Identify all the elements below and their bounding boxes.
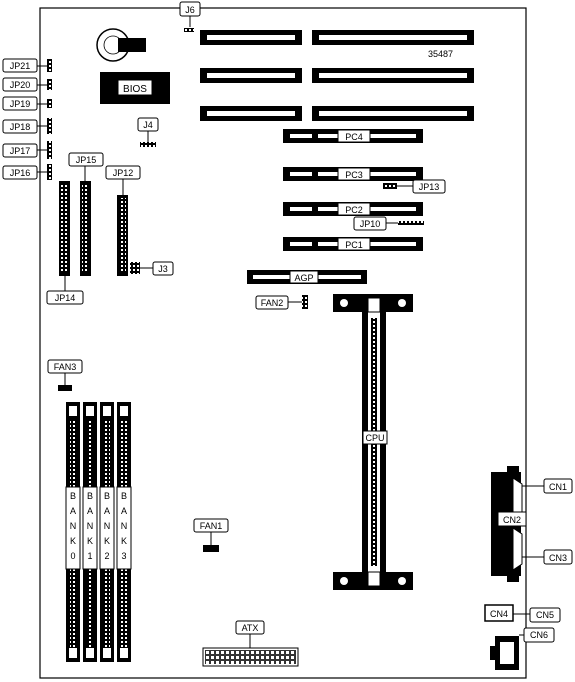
pci-slot-pc3: PC3 xyxy=(283,167,423,181)
fan3-label: FAN3 xyxy=(54,362,77,372)
jp20-label: JP20 xyxy=(10,80,31,90)
jp16-label: JP16 xyxy=(10,168,31,178)
jp16-jumper: JP16 xyxy=(2,164,52,180)
pc3-label: PC3 xyxy=(345,170,363,180)
pci-slot-pc2: PC2 xyxy=(283,202,423,216)
isa-slot xyxy=(200,30,474,45)
cn6-connector: CN6 xyxy=(490,627,555,670)
jp18-label: JP18 xyxy=(10,122,31,132)
j4-label: J4 xyxy=(143,120,153,130)
jp19-jumper: JP19 xyxy=(2,96,52,111)
jp19-label: JP19 xyxy=(10,99,31,109)
isa-slots xyxy=(200,30,474,121)
jp20-jumper: JP20 xyxy=(2,77,52,92)
bank-0-char-1: A xyxy=(70,506,76,516)
cn1-cn3-io-block: CN2 xyxy=(491,466,527,582)
bank-2-char-0: B xyxy=(104,491,110,501)
atx-power-connector: ATX xyxy=(202,620,299,667)
cn6-label: CN6 xyxy=(530,630,548,640)
bank-0-char-0: B xyxy=(70,491,76,501)
isa-slot xyxy=(200,106,474,121)
agp-label: AGP xyxy=(294,273,313,283)
jp15-header: JP15 xyxy=(68,152,104,276)
j6-label: J6 xyxy=(185,5,195,15)
dimm-bank-0: B A N K 0 xyxy=(65,402,81,662)
bank-1-char-4: 1 xyxy=(87,551,92,561)
pci-slot-pc1: PC1 xyxy=(283,237,423,251)
bank-1-char-0: B xyxy=(87,491,93,501)
agp-slot: AGP xyxy=(247,270,367,284)
dimm-bank-3: B A N K 3 xyxy=(116,402,132,662)
jp14-label: JP14 xyxy=(55,293,76,303)
cn5-label: CN5 xyxy=(536,610,554,620)
bank-1-char-1: A xyxy=(87,506,93,516)
bank-2-char-4: 2 xyxy=(104,551,109,561)
bank-3-char-2: N xyxy=(121,521,128,531)
bank-2-char-1: A xyxy=(104,506,110,516)
dimm-bank-1: B A N K 1 xyxy=(82,402,98,662)
jp21-label: JP21 xyxy=(10,61,31,71)
bank-3-char-4: 3 xyxy=(121,551,126,561)
cn4-connector: CN4 xyxy=(484,604,514,622)
dimm-bank-2: B A N K 2 xyxy=(99,402,115,662)
bank-3-char-1: A xyxy=(121,506,127,516)
bank-0-char-3: K xyxy=(70,536,76,546)
jp13-jumper: JP13 xyxy=(383,179,446,194)
j3-label: J3 xyxy=(158,264,168,274)
cn3-connector: CN3 xyxy=(522,549,573,565)
fan1-header: FAN1 xyxy=(193,518,229,552)
bank-1-char-3: K xyxy=(87,536,93,546)
bank-2-char-3: K xyxy=(104,536,110,546)
cn5-connector: CN5 xyxy=(513,607,561,623)
jp13-label: JP13 xyxy=(419,182,440,192)
bank-1-char-2: N xyxy=(87,521,94,531)
cpu-label: CPU xyxy=(365,433,384,443)
fan3-header: FAN3 xyxy=(47,359,83,391)
atx-label: ATX xyxy=(242,623,259,633)
fan2-header: FAN2 xyxy=(255,295,308,310)
jp17-label: JP17 xyxy=(10,146,31,156)
jp14-label-box: JP14 xyxy=(46,276,84,305)
cn1-connector: CN1 xyxy=(522,478,573,494)
fan1-label: FAN1 xyxy=(200,521,223,531)
bank-3-char-0: B xyxy=(121,491,127,501)
cn2-label: CN2 xyxy=(503,515,521,525)
jp12-label: JP12 xyxy=(113,168,134,178)
jp10-jumper: JP10 xyxy=(353,216,424,231)
battery xyxy=(96,28,146,62)
jp15-label: JP15 xyxy=(76,155,97,165)
pc1-label: PC1 xyxy=(345,240,363,250)
jp21-jumper: JP21 xyxy=(2,58,52,73)
j6-jumper: J6 xyxy=(179,1,201,32)
bank-0-char-4: 0 xyxy=(70,551,75,561)
cn4-label: CN4 xyxy=(490,609,508,619)
board-number: 35487 xyxy=(428,49,453,59)
j3-jumper: J3 xyxy=(130,261,174,276)
bank-3-char-3: K xyxy=(121,536,127,546)
cn1-label: CN1 xyxy=(549,482,567,492)
isa-slot xyxy=(200,68,474,83)
jp17-jumper: JP17 xyxy=(2,141,52,159)
cn3-label: CN3 xyxy=(549,553,567,563)
bank-2-char-2: N xyxy=(104,521,111,531)
pci-slot-pc4: PC4 xyxy=(283,129,423,143)
bios-chip: BIOS xyxy=(100,72,170,104)
fan2-label: FAN2 xyxy=(261,298,284,308)
jp12-header: JP12 xyxy=(105,165,141,276)
jp10-label: JP10 xyxy=(360,219,381,229)
jp18-jumper: JP18 xyxy=(2,118,52,134)
jp14-header xyxy=(59,181,70,276)
bios-label: BIOS xyxy=(123,84,147,95)
cpu-slot: CPU xyxy=(333,294,413,590)
bank-0-char-2: N xyxy=(70,521,77,531)
pc4-label: PC4 xyxy=(345,132,363,142)
pc2-label: PC2 xyxy=(345,205,363,215)
j4-jumper: J4 xyxy=(137,117,159,147)
